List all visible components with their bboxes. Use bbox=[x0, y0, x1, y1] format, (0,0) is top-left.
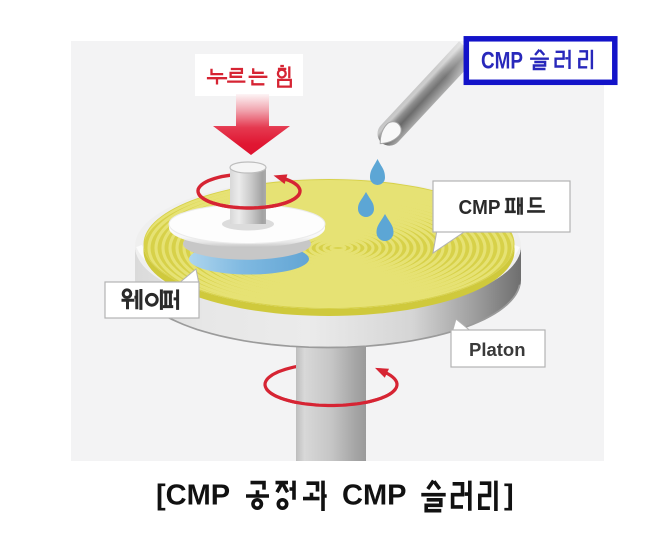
svg-text:]: ] bbox=[504, 480, 514, 512]
svg-text:CMP: CMP bbox=[342, 480, 406, 512]
svg-text:CMP: CMP bbox=[459, 196, 501, 219]
svg-text:CMP: CMP bbox=[481, 48, 523, 75]
svg-text:Platon: Platon bbox=[469, 339, 526, 360]
svg-text:[CMP: [CMP bbox=[156, 480, 230, 512]
